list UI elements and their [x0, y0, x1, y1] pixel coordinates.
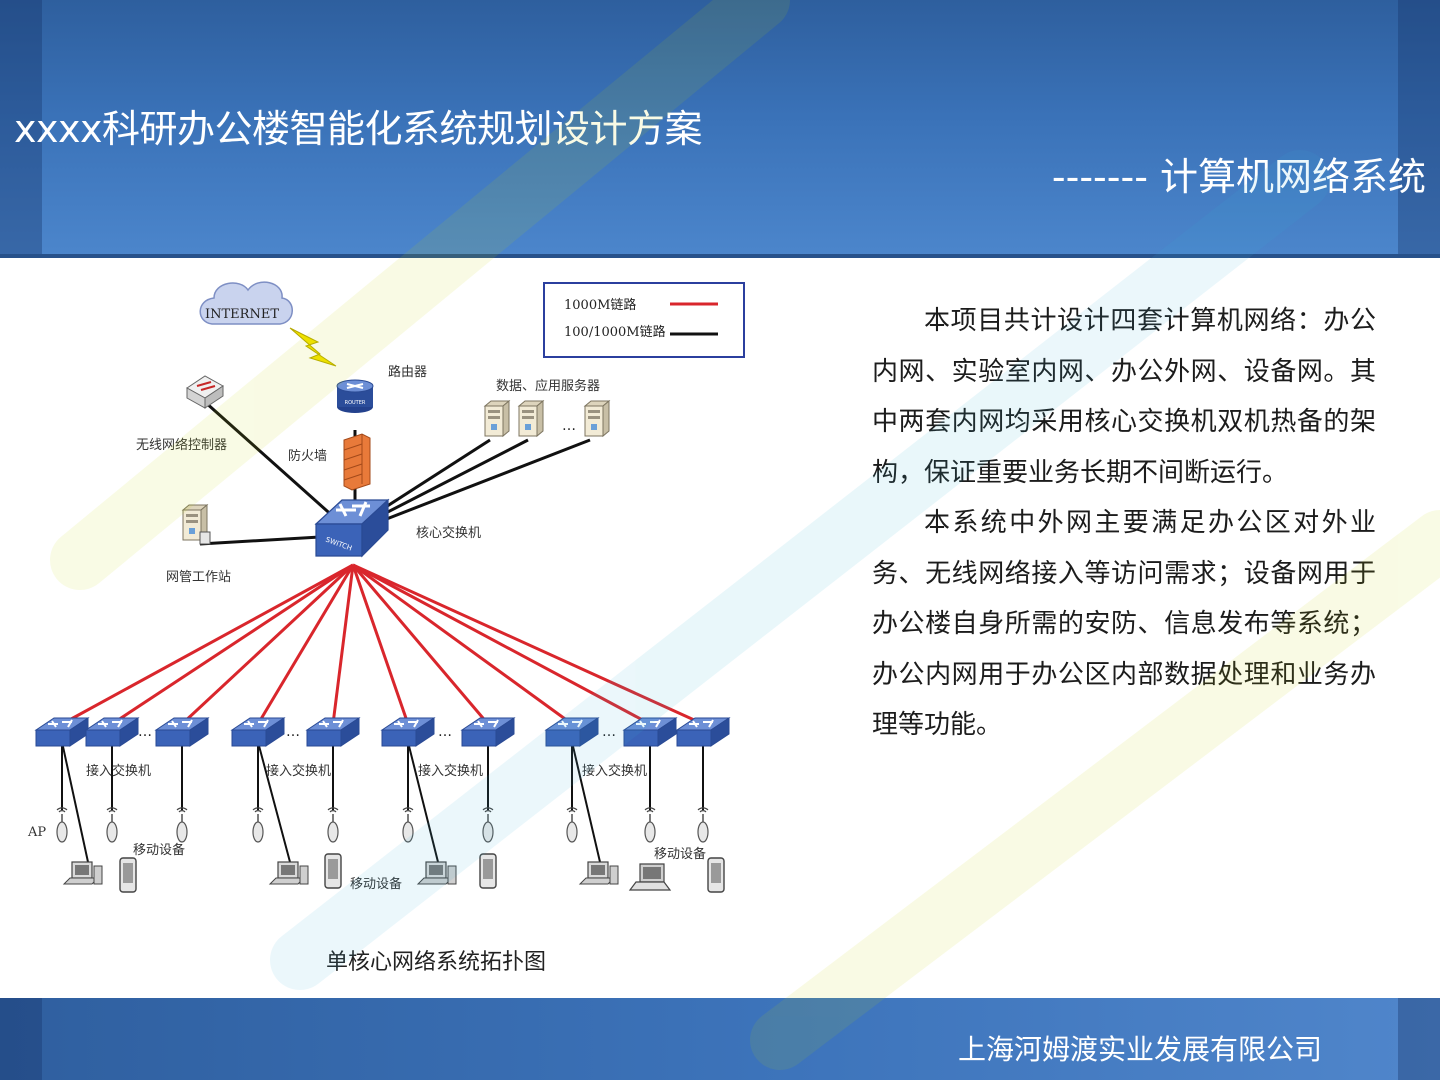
access-ellipsis: …: [286, 724, 300, 740]
access-switch-icon: [85, 717, 139, 747]
access-points: [56, 807, 709, 843]
legend-label-100-1000m: 100/1000M链路: [564, 324, 666, 340]
server-icon-1: [484, 400, 510, 437]
access-switch-icon: [676, 717, 730, 747]
paragraph-2: 本系统中外网主要满足办公区对外业务、无线网络接入等访问需求；设备网用于办公楼自身…: [872, 508, 1376, 740]
ap-icon: [106, 807, 118, 843]
access-switch-icon: [545, 717, 599, 747]
servers-group: …: [484, 400, 610, 437]
link-wlc-core: [204, 400, 346, 529]
access-switch-icon: [381, 717, 435, 747]
ap-icon: [482, 807, 494, 843]
nms-label: 网管工作站: [166, 570, 231, 585]
ap-icon: [56, 807, 68, 843]
servers-ellipsis: …: [562, 418, 576, 434]
network-topology-diagram: 1000M链路 100/1000M链路: [0, 262, 760, 922]
core-switch-icon: SWITCH: [314, 498, 390, 558]
mobile-phone-icon: [119, 857, 137, 893]
access-switch-icon: [231, 717, 285, 747]
access-switch-icon: [623, 717, 677, 747]
link-nms-core: [199, 535, 321, 546]
ap-icon: [402, 807, 414, 843]
link-core-server1: [377, 438, 491, 514]
access-ellipsis: …: [438, 724, 452, 740]
access-label: 接入交换机: [582, 763, 647, 779]
router-icon: ROUTER: [336, 379, 374, 413]
mobile-label: 移动设备: [654, 846, 706, 862]
page-title: xxxx科研办公楼智能化系统规划设计方案: [14, 107, 702, 151]
page-subtitle: ------- 计算机网络系统: [1051, 155, 1426, 199]
firewall-icon: [343, 433, 371, 491]
black-links: [199, 400, 591, 546]
internet-cloud: INTERNET: [199, 281, 293, 325]
legend-label-1000m: 1000M链路: [564, 297, 636, 313]
pc-icon: [63, 861, 103, 885]
wlc-label: 无线网络控制器: [136, 437, 227, 453]
nms-workstation-icon: [182, 504, 211, 545]
router-device-text: ROUTER: [345, 400, 366, 406]
link-core-server2: [379, 438, 529, 518]
diagram-caption: 单核心网络系统拓扑图: [325, 950, 546, 975]
lightning-bolt-icon: [289, 327, 337, 367]
internet-label: INTERNET: [205, 307, 279, 322]
header-stripe-right: [1398, 0, 1440, 258]
router-label: 路由器: [388, 364, 427, 380]
paragraph-1: 本项目共计设计四套计算机网络：办公内网、实验室内网、办公外网、设备网。其中两套内…: [872, 306, 1376, 488]
company-name: 上海河姆渡实业发展有限公司: [957, 1033, 1322, 1066]
footer-banner: 上海河姆渡实业发展有限公司: [0, 998, 1440, 1080]
access-switch-icon: [155, 717, 209, 747]
access-switches: … … … …: [35, 717, 730, 747]
footer-stripe-right: [1398, 998, 1440, 1080]
ap-label: AP: [27, 825, 46, 840]
ap-icon: [566, 807, 578, 843]
pc-icon: [417, 861, 457, 885]
ap-icon: [644, 807, 656, 843]
topology-svg: 1000M链路 100/1000M链路: [27, 281, 745, 893]
mobile-label: 移动设备: [350, 876, 402, 892]
ap-icon: [176, 807, 188, 843]
ap-icon: [252, 807, 264, 843]
access-switch-icon: [461, 717, 515, 747]
mobile-phone-icon: [324, 853, 342, 889]
access-switch-icon: [306, 717, 360, 747]
servers-label: 数据、应用服务器: [496, 378, 600, 394]
footer-stripe-left: [0, 998, 42, 1080]
header-bottom-edge: [0, 254, 1440, 258]
server-icon-3: [584, 400, 610, 437]
access-label: 接入交换机: [86, 763, 151, 779]
pc-icon: [579, 861, 619, 885]
access-ellipsis: …: [138, 724, 152, 740]
header-stripe-left: [0, 0, 42, 258]
access-label: 接入交换机: [266, 763, 331, 779]
mobile-phone-icon: [479, 853, 497, 889]
mobile-label: 移动设备: [133, 842, 185, 858]
access-label: 接入交换机: [418, 763, 483, 779]
ap-icon: [327, 807, 339, 843]
red-links: [61, 563, 704, 726]
firewall-label: 防火墙: [288, 448, 327, 464]
wireless-controller-icon: [186, 375, 224, 409]
mobile-phone-icon: [707, 857, 725, 893]
core-switch-label: 核心交换机: [416, 525, 481, 541]
access-ellipsis: …: [602, 724, 616, 740]
access-switch-icon: [35, 717, 89, 747]
pc-icon: [269, 861, 309, 885]
laptop-icon: [629, 863, 671, 891]
description-text: 本项目共计设计四套计算机网络：办公内网、实验室内网、办公外网、设备网。其中两套内…: [872, 296, 1376, 751]
ap-icon: [697, 807, 709, 843]
access-drops: [61, 741, 704, 863]
header-banner: xxxx科研办公楼智能化系统规划设计方案 ------- 计算机网络系统: [0, 0, 1440, 258]
link-core-server3: [383, 438, 591, 522]
server-icon-2: [518, 400, 544, 437]
link-legend: 1000M链路 100/1000M链路: [543, 282, 745, 358]
